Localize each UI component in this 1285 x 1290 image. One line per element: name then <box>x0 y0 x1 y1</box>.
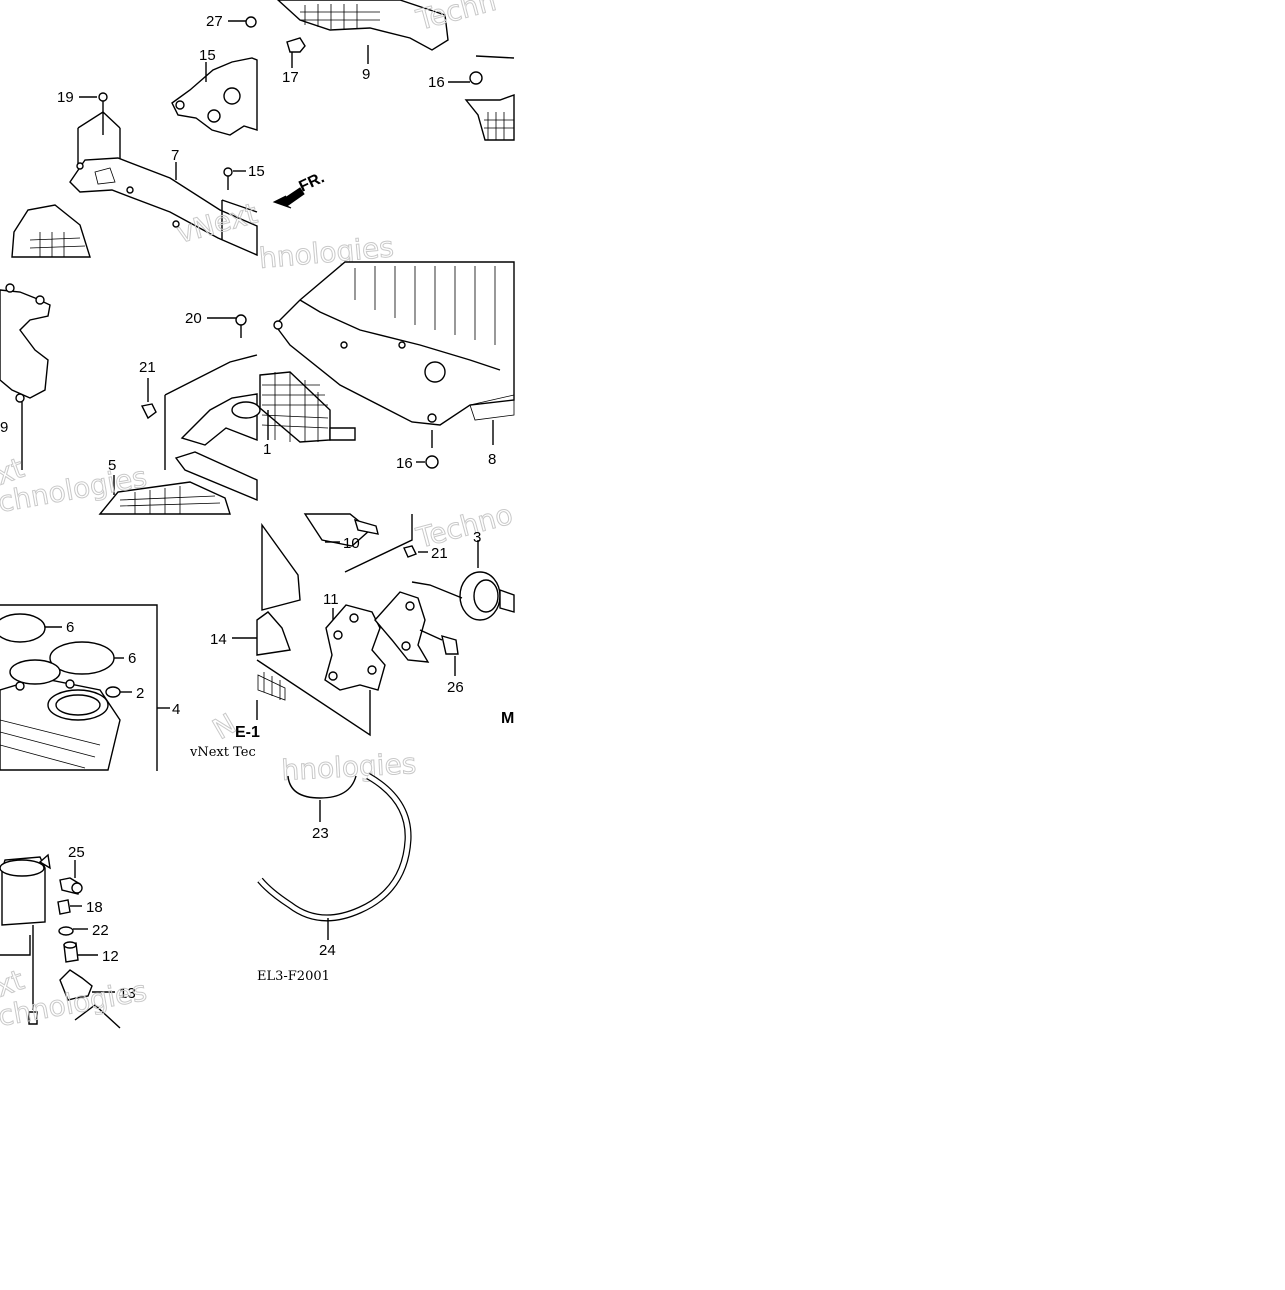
callout-2: 2 <box>136 685 144 702</box>
callout-1: 1 <box>263 441 271 458</box>
callout-26: 26 <box>447 679 464 696</box>
callout-17: 17 <box>282 69 299 86</box>
callout-11: 11 <box>323 591 339 608</box>
callout-8: 8 <box>488 451 496 468</box>
callout-9: 9 <box>362 66 370 83</box>
callout-12: 12 <box>102 948 119 965</box>
tile-top-right: Techn 17 9 16 FR. <box>272 0 515 209</box>
callout-3: 3 <box>473 529 481 546</box>
tile-bottom-left: 25 18 22 12 13 xt chnologies <box>0 844 150 1033</box>
callout-23: 23 <box>312 825 329 842</box>
watermark-text: vNext Tec <box>189 745 256 760</box>
svg-text:Techno: Techno <box>412 498 516 555</box>
tile-mid-left: 9 20 21 5 xt chnologies <box>0 283 261 519</box>
callout-13: 13 <box>119 985 136 1002</box>
partial-letter: M <box>501 710 514 727</box>
callout-24: 24 <box>319 942 336 959</box>
callout-4: 4 <box>172 701 180 718</box>
tile-mid-right: hnologies 1 16 8 <box>257 230 515 472</box>
direction-label: FR. <box>297 169 328 195</box>
svg-text:hnologies: hnologies <box>281 747 417 787</box>
callout-6: 6 <box>66 619 74 636</box>
callout-15: 15 <box>199 47 216 64</box>
callout-5: 5 <box>108 457 116 474</box>
callout-7: 7 <box>171 147 179 164</box>
callout-6b: 6 <box>128 650 136 667</box>
callout-16b: 16 <box>396 455 413 472</box>
section-ref: E-1 <box>235 724 260 741</box>
callout-19: 19 <box>57 89 74 106</box>
svg-text:Techn: Techn <box>412 0 499 37</box>
diagram-code: EL3-F2001 <box>257 969 330 984</box>
callout-16: 16 <box>428 74 445 91</box>
callout-10: 10 <box>343 535 360 552</box>
callout-15b: 15 <box>248 163 265 180</box>
callout-14: 14 <box>210 631 227 648</box>
callout-18: 18 <box>86 899 103 916</box>
tile-lower-left: 6 6 2 4 E-1 vNext Tec 14 N <box>0 604 260 771</box>
callout-21b: 21 <box>431 545 448 562</box>
callout-27: 27 <box>206 13 223 30</box>
callout-20: 20 <box>185 310 202 327</box>
callout-22: 22 <box>92 922 109 939</box>
callout-25: 25 <box>68 844 85 861</box>
tile-top-left: 27 15 19 7 15 vNext <box>11 13 265 258</box>
callout-9b: 9 <box>0 419 8 436</box>
tile-bottom-right: hnologies 23 24 EL3-F2001 <box>257 746 418 984</box>
tile-lower-right: 10 21 Techno 3 11 26 M <box>256 497 517 737</box>
callout-21: 21 <box>139 359 156 376</box>
